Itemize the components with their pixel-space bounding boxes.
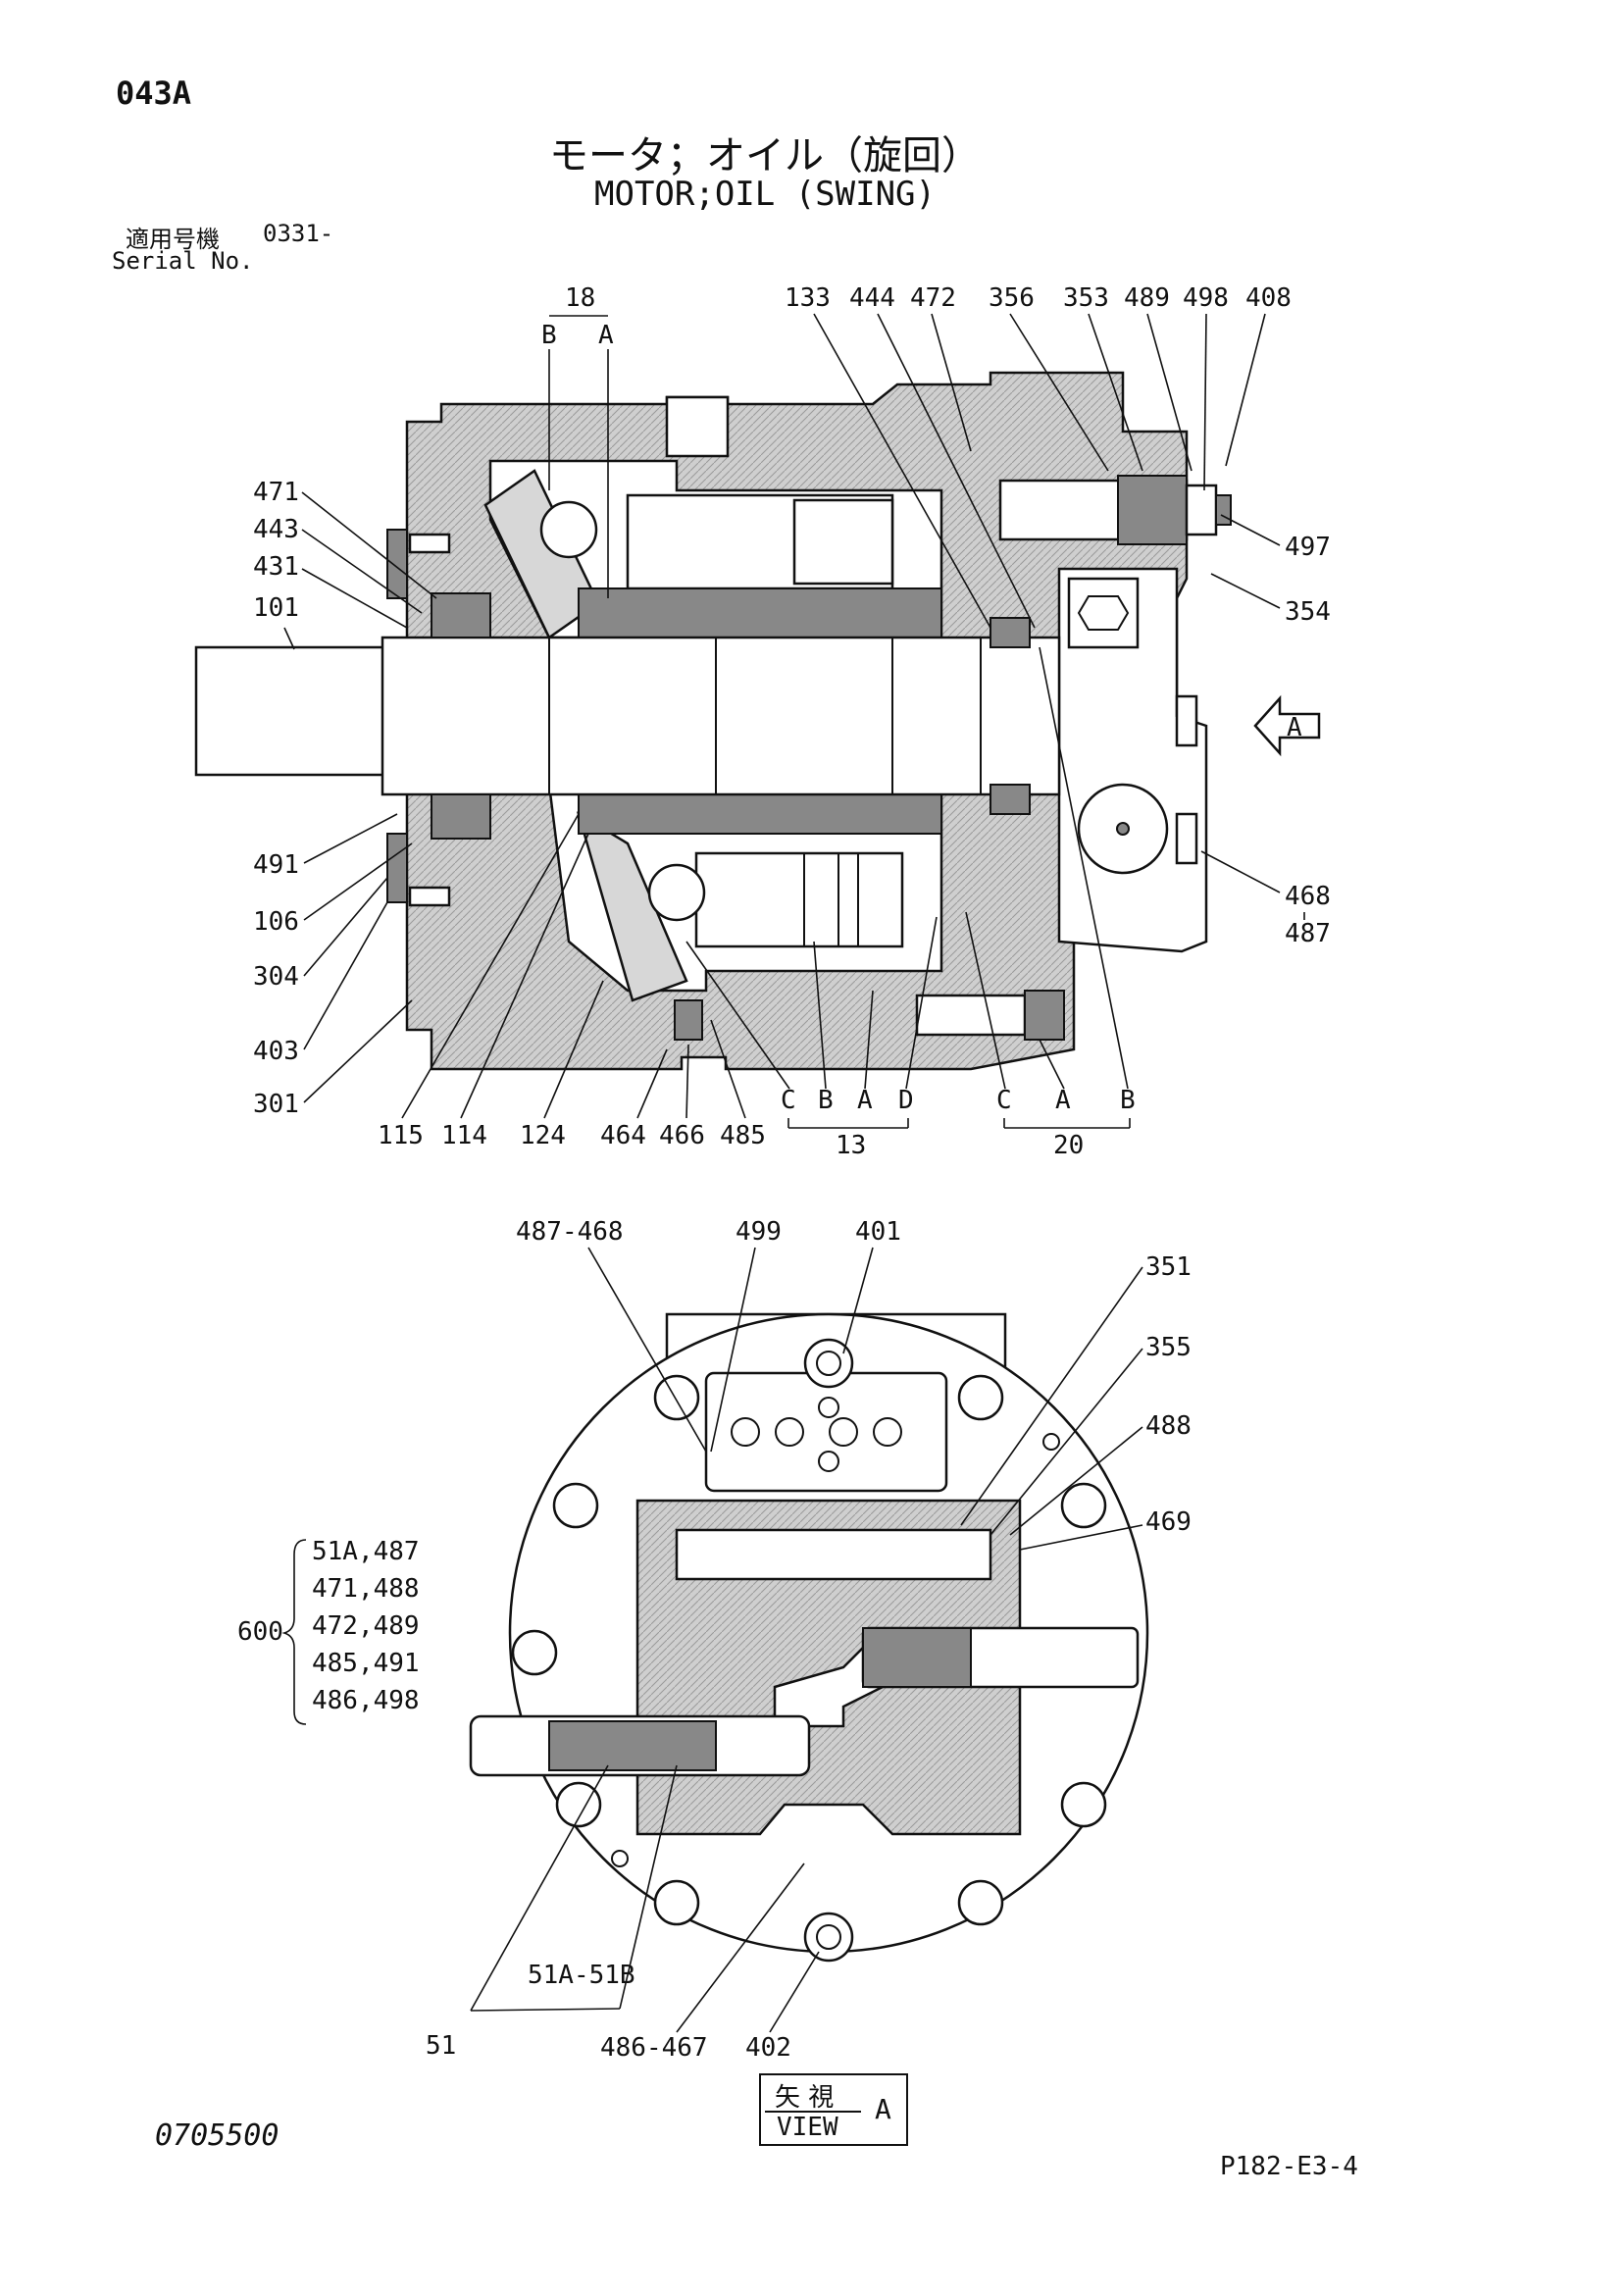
view-a-arrow-letter: A <box>1287 713 1302 742</box>
kit-number-600: 600 <box>237 1617 283 1647</box>
oil-seal-bottom <box>386 833 408 903</box>
oil-seal-top <box>386 529 408 599</box>
label-114: 114 <box>441 1121 487 1150</box>
page-reference: P182-E3-4 <box>1220 2152 1358 2181</box>
title-japanese: モータ；オイル（旋回） <box>549 133 981 179</box>
kit-line-3: 472,489 <box>312 1611 420 1641</box>
view-a-arrow-icon <box>1253 694 1321 757</box>
label-301: 301 <box>253 1090 299 1119</box>
label-488: 488 <box>1145 1411 1192 1441</box>
serial-value: 0331- <box>263 220 334 247</box>
drive-shaft <box>381 636 1061 796</box>
label-13: 13 <box>836 1131 866 1160</box>
serial-label-english: Serial No. <box>112 247 254 275</box>
kit-brace <box>281 1539 307 1725</box>
serial-label-japanese: 適用号機 <box>126 226 220 253</box>
label-486-467: 486-467 <box>600 2033 708 2063</box>
label-304: 304 <box>253 962 299 992</box>
label-471: 471 <box>253 478 299 507</box>
top-boss <box>665 395 730 458</box>
label-351: 351 <box>1145 1252 1192 1282</box>
rear-bearing-top <box>990 617 1031 648</box>
label-499: 499 <box>736 1217 782 1247</box>
label-101: 101 <box>253 593 299 623</box>
mounting-bolts <box>511 1338 1107 1963</box>
label-20-c: C <box>996 1086 1012 1115</box>
label-401: 401 <box>855 1217 901 1247</box>
label-356: 356 <box>989 283 1035 313</box>
label-13-a: A <box>857 1086 873 1115</box>
label-18-a: A <box>598 321 614 350</box>
label-485: 485 <box>720 1121 766 1150</box>
cover-plate <box>704 1371 948 1493</box>
label-497: 497 <box>1285 533 1331 562</box>
rear-bearing-bottom <box>990 784 1031 815</box>
label-18: 18 <box>565 283 595 313</box>
label-408: 408 <box>1245 283 1292 313</box>
label-487-468: 487-468 <box>516 1217 624 1247</box>
label-469: 469 <box>1145 1507 1192 1537</box>
label-444: 444 <box>849 283 895 313</box>
label-431: 431 <box>253 552 299 582</box>
output-shaft-end <box>194 645 394 777</box>
piston-ball-upper <box>539 500 598 559</box>
piston-lower <box>694 851 904 948</box>
title-english: MOTOR;OIL (SWING) <box>594 175 936 214</box>
label-487: 487 <box>1285 919 1331 948</box>
view-marker-letter: A <box>875 2093 891 2125</box>
label-20-b: B <box>1120 1086 1136 1115</box>
relief-valve-plug <box>1117 475 1188 545</box>
label-51a-51b: 51A-51B <box>528 1961 635 1990</box>
label-20-a: A <box>1055 1086 1071 1115</box>
label-20: 20 <box>1053 1131 1084 1160</box>
lower-view-a: 487-468 499 401 351 355 488 469 51 51A-5… <box>237 1217 1192 2063</box>
kit-line-5: 486,498 <box>312 1686 420 1715</box>
label-468: 468 <box>1285 882 1331 911</box>
label-13-c: C <box>781 1086 796 1115</box>
label-354: 354 <box>1285 597 1331 627</box>
label-13-d: D <box>898 1086 914 1115</box>
front-bearing-bottom <box>431 793 491 840</box>
label-133: 133 <box>785 283 831 313</box>
view-a-marker: 矢 視 VIEW A <box>759 2073 908 2146</box>
label-491: 491 <box>253 850 299 880</box>
label-51: 51 <box>426 2031 456 2061</box>
make-up-valve <box>915 994 1027 1037</box>
upper-section-view: A 18 B A 133 444 472 356 353 489 498 408 <box>194 283 1331 1160</box>
kit-line-4: 485,491 <box>312 1649 420 1678</box>
label-498: 498 <box>1183 283 1229 313</box>
label-115: 115 <box>378 1121 424 1150</box>
label-472: 472 <box>910 283 956 313</box>
label-489: 489 <box>1124 283 1170 313</box>
view-marker-en: VIEW <box>777 2113 838 2142</box>
drain-plug <box>674 999 703 1041</box>
label-402: 402 <box>745 2033 791 2063</box>
label-355: 355 <box>1145 1333 1192 1362</box>
kit-line-1: 51A,487 <box>312 1537 420 1566</box>
label-403: 403 <box>253 1037 299 1066</box>
label-13-b: B <box>818 1086 834 1115</box>
label-443: 443 <box>253 515 299 544</box>
upper-channel <box>675 1528 992 1581</box>
label-18-b: B <box>541 321 557 350</box>
label-466: 466 <box>659 1121 705 1150</box>
view-marker-jp: 矢 視 <box>775 2083 835 2113</box>
front-bearing-top <box>431 592 491 638</box>
label-124: 124 <box>520 1121 566 1150</box>
kit-line-2: 471,488 <box>312 1574 420 1604</box>
page-code: 043A <box>116 75 192 112</box>
label-464: 464 <box>600 1121 646 1150</box>
cylinder-block-top <box>578 587 942 638</box>
label-106: 106 <box>253 907 299 937</box>
piston-ball-lower <box>647 863 706 922</box>
label-353: 353 <box>1063 283 1109 313</box>
document-number: 0705500 <box>155 2118 279 2153</box>
